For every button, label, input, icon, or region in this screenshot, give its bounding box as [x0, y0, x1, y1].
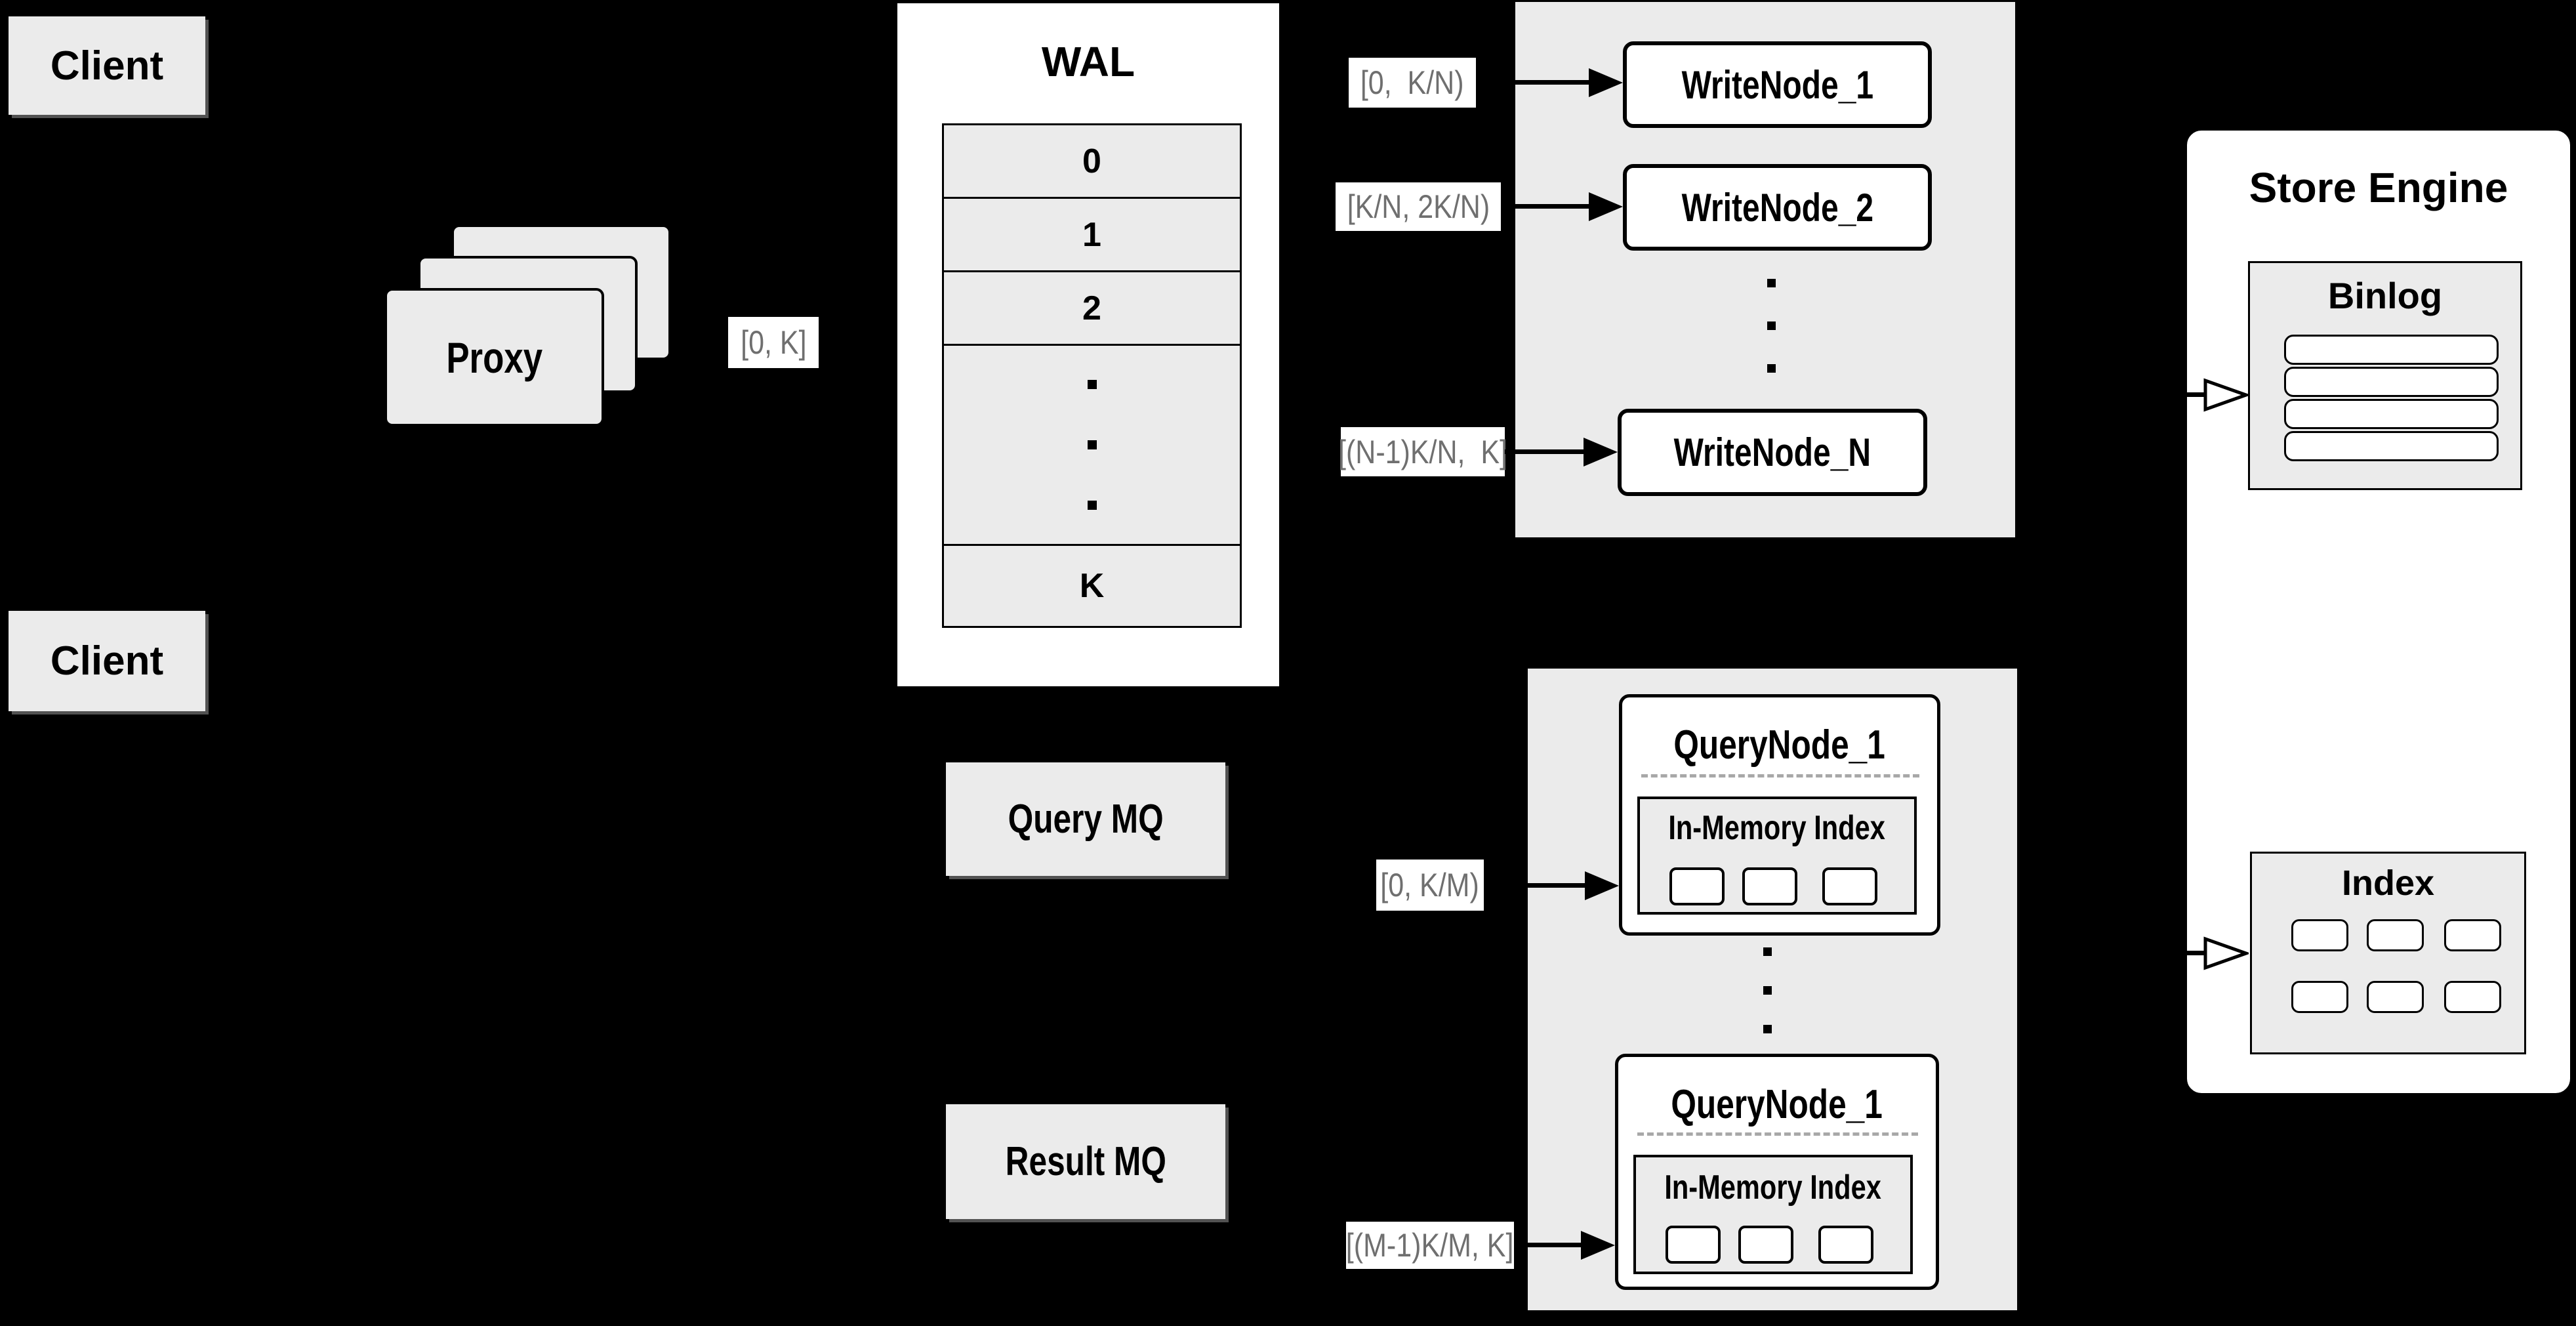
- binlog-title: Binlog: [2327, 274, 2443, 316]
- arrow-to-binlog: [2133, 392, 2207, 397]
- wal-segment-row: 1: [944, 199, 1240, 272]
- index-cell: [2444, 981, 2501, 1013]
- index-cell: [2291, 981, 2348, 1013]
- memory-segment: [1666, 1226, 1721, 1264]
- range-label-writenode-n: [(N-1)K/N, K]: [1338, 427, 1507, 476]
- write-node-2: WriteNode_2: [1623, 164, 1932, 251]
- arrowhead-icon: [1589, 68, 1623, 97]
- query-node-1-title: QueryNode_1: [1673, 722, 1886, 768]
- index-title: Index: [2341, 863, 2435, 903]
- index-cell: [2367, 981, 2424, 1013]
- arrowhead-icon: [1581, 1231, 1615, 1260]
- store-engine-title: Store Engine: [2249, 164, 2508, 211]
- arrowhead-icon: [1589, 192, 1623, 221]
- client-top-label: Client: [50, 43, 164, 89]
- wal-ellipsis-row: [944, 346, 1240, 546]
- memory-segment: [1738, 1226, 1793, 1264]
- binlog-segment: [2284, 431, 2499, 461]
- arrow-to-writenode-1: [1476, 80, 1589, 85]
- range-label-writenode-2: [K/N, 2K/N): [1336, 182, 1501, 231]
- range-label-querynode-1: [0, K/M): [1376, 860, 1484, 911]
- wal-segment-row: 0: [944, 125, 1240, 199]
- memory-segment: [1822, 867, 1877, 905]
- query-node-2-title: QueryNode_1: [1671, 1081, 1883, 1127]
- index-box: [2250, 852, 2526, 1054]
- in-memory-index-title: In-Memory Index: [1668, 809, 1886, 847]
- range-label-proxy-wal: [0, K]: [728, 317, 819, 368]
- wal-title: WAL: [1041, 38, 1135, 85]
- binlog-segment: [2284, 335, 2499, 365]
- memory-segment: [1818, 1226, 1873, 1264]
- result-mq-box: Result MQ: [946, 1104, 1225, 1219]
- arrow-to-querynode-1: [1484, 883, 1589, 888]
- memory-segment: [1669, 867, 1725, 905]
- wal-segment-table: 0 1 2 K: [942, 123, 1242, 628]
- client-top-box: Client: [9, 16, 205, 115]
- dashed-divider: [1637, 1132, 1918, 1136]
- memory-segment: [1742, 867, 1797, 905]
- in-memory-index-title: In-Memory Index: [1664, 1169, 1882, 1207]
- proxy-label: Proxy: [446, 333, 542, 382]
- dashed-divider: [1641, 774, 1919, 777]
- arrow-to-querynode-2: [1514, 1243, 1585, 1247]
- range-label-querynode-2: [(M-1)K/M, K]: [1346, 1222, 1514, 1269]
- arrow-to-writenode-2: [1501, 204, 1589, 209]
- index-cell: [2367, 919, 2424, 951]
- wal-segment-row: K: [944, 546, 1240, 626]
- wal-segment-row: 2: [944, 272, 1240, 346]
- write-node-1: WriteNode_1: [1623, 41, 1932, 128]
- index-cell: [2291, 919, 2348, 951]
- vertical-ellipsis: [1087, 380, 1097, 510]
- vertical-ellipsis: [1767, 279, 1776, 373]
- query-mq-box: Query MQ: [946, 762, 1225, 876]
- range-label-writenode-1: [0, K/N): [1349, 58, 1476, 108]
- arrow-to-writenode-n: [1505, 449, 1584, 454]
- binlog-segment: [2284, 399, 2499, 429]
- hollow-arrowhead-icon: [2203, 378, 2249, 412]
- binlog-segment: [2284, 367, 2499, 397]
- client-bottom-box: Client: [9, 611, 205, 711]
- write-node-n: WriteNode_N: [1618, 409, 1927, 496]
- client-bottom-label: Client: [50, 638, 164, 684]
- vertical-ellipsis: [1763, 947, 1772, 1033]
- arrow-to-index: [2133, 951, 2207, 955]
- proxy-box: Proxy: [384, 288, 604, 426]
- hollow-arrowhead-icon: [2203, 936, 2249, 970]
- arrowhead-icon: [1585, 871, 1619, 900]
- arrowhead-icon: [1584, 438, 1618, 466]
- index-cell: [2444, 919, 2501, 951]
